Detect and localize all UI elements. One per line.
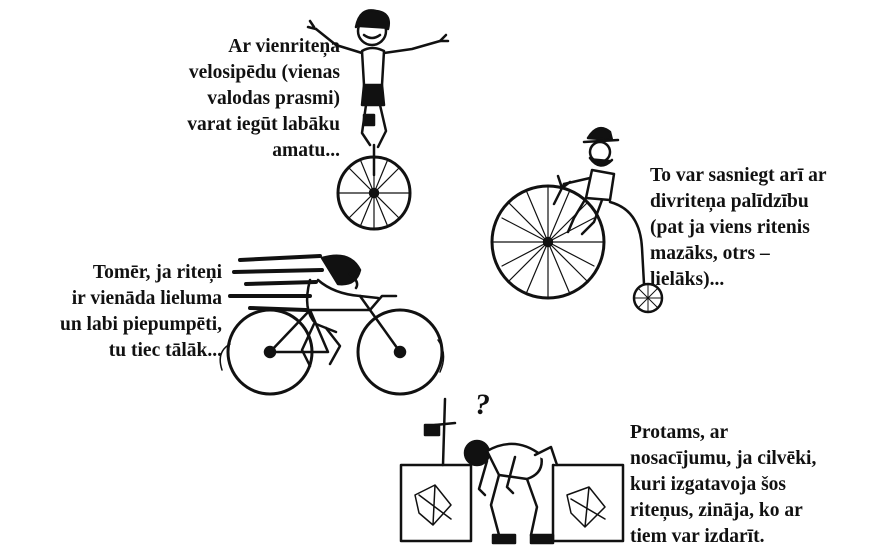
question-mark: ? — [475, 388, 490, 421]
caption-pennyfarthing: To var sasniegt arī ar divriteņa palīdzī… — [650, 165, 827, 290]
pennyfarthing-illustration — [490, 118, 680, 328]
racer-illustration — [210, 240, 450, 400]
broken-wheels-illustration — [395, 395, 630, 550]
unicycle-illustration — [300, 5, 460, 235]
caption-racer: Tomēr, ja riteņi ir vienāda lieluma un l… — [59, 262, 222, 361]
caption-broken: Protams, ar nosacījumu, ja cilvēki, kuri… — [630, 422, 817, 547]
caption-unicycle: Ar vienriteņa velosipēdu (vienas valodas… — [187, 36, 340, 161]
